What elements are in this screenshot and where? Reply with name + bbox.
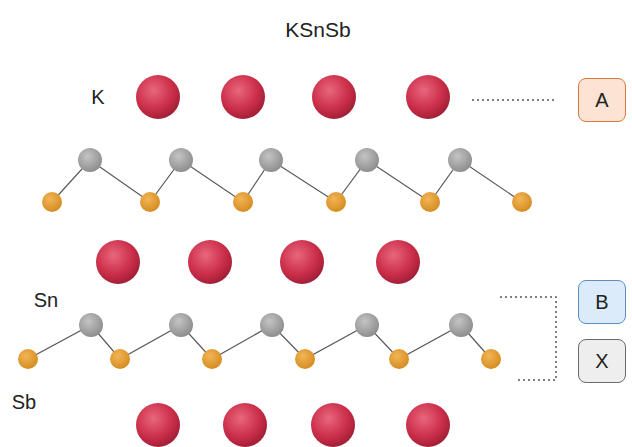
layer-tag: A xyxy=(578,78,626,122)
element-label: Sn xyxy=(34,289,58,312)
sn-atom xyxy=(355,148,379,172)
sb-atom xyxy=(42,192,62,212)
k-atom xyxy=(312,75,356,119)
tag-letter: X xyxy=(595,350,608,373)
k-atom xyxy=(223,403,267,447)
sb-atom xyxy=(512,192,532,212)
tag-letter: A xyxy=(595,89,608,112)
k-atom xyxy=(136,75,180,119)
k-atom xyxy=(221,75,265,119)
sb-atom xyxy=(481,349,501,369)
sb-atom xyxy=(326,192,346,212)
k-atom xyxy=(96,240,140,284)
layer-tag: B xyxy=(578,280,626,324)
sn-atom xyxy=(355,313,379,337)
sb-atom xyxy=(202,349,222,369)
sb-atom xyxy=(420,192,440,212)
k-atom xyxy=(406,75,450,119)
bond-lines xyxy=(28,160,522,359)
sn-atom xyxy=(78,148,102,172)
layer-tag: X xyxy=(578,339,626,383)
sn-atom xyxy=(448,148,472,172)
atoms xyxy=(18,75,532,447)
sb-atom xyxy=(389,349,409,369)
sb-atom xyxy=(18,349,38,369)
k-atom xyxy=(376,240,420,284)
k-atom xyxy=(188,240,232,284)
sn-atom xyxy=(449,313,473,337)
element-label: Sb xyxy=(12,391,36,414)
sb-atom xyxy=(140,192,160,212)
sn-atom xyxy=(169,148,193,172)
sb-atom xyxy=(110,349,130,369)
sn-atom xyxy=(169,313,193,337)
element-label: K xyxy=(91,86,104,109)
sb-atom xyxy=(295,349,315,369)
sb-atom xyxy=(233,192,253,212)
sn-atom xyxy=(259,148,283,172)
leader-lines xyxy=(472,100,556,380)
k-atom xyxy=(136,403,180,447)
sn-atom xyxy=(79,313,103,337)
tag-letter: B xyxy=(595,291,608,314)
k-atom xyxy=(406,403,450,447)
k-atom xyxy=(280,240,324,284)
diagram-title: KSnSb xyxy=(285,18,350,42)
k-atom xyxy=(311,403,355,447)
sn-atom xyxy=(260,313,284,337)
